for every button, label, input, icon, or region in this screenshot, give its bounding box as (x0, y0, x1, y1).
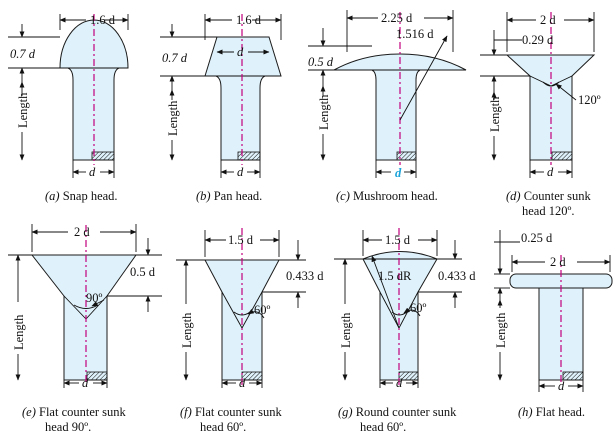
dim-f-length: Length (180, 312, 194, 348)
hatch-g (398, 371, 419, 381)
caption-g-line1: (g) Round counter sunk (338, 405, 457, 419)
dim-g-height: 0.433 d (438, 269, 476, 283)
dim-h-height: 0.25 d (521, 231, 553, 245)
dim-g-angle: 60º (410, 301, 427, 315)
dim-f-shank: d (239, 376, 246, 390)
dim-g-length: Length (339, 312, 353, 348)
figure-e-flat-counter-sunk-90: 2 d 0.5 d 90º Length d (e) Flat counter … (8, 224, 162, 434)
hatch-e (86, 371, 108, 381)
dim-d-shank: d (547, 165, 554, 179)
dim-b-length: Length (166, 100, 180, 136)
figure-b-pan-head: 1.6 d d 0.7 d Length d (b) Pan head. (160, 13, 282, 203)
dim-b-inner: d (237, 45, 244, 59)
dim-g-shank: d (396, 376, 403, 390)
figure-d-counter-sunk-120: 2 d 0.29 d 120º Length d (d) Counter sun… (480, 12, 601, 218)
dim-h-width: 2 d (550, 255, 566, 269)
caption-f-line1: (f) Flat counter sunk (180, 405, 282, 419)
dim-c-width: 2.25 d (381, 11, 413, 25)
hatch-f (241, 371, 263, 381)
caption-f-line2: head 60º. (200, 420, 246, 434)
dim-e-angle: 90º (86, 291, 103, 305)
hatch-h (562, 371, 584, 381)
caption-e-line1: (e) Flat counter sunk (22, 405, 127, 419)
dim-h-shank: d (558, 379, 565, 393)
dim-e-shank: d (82, 376, 89, 390)
hatch-b (237, 151, 261, 161)
dim-b-width: 1.6 d (236, 13, 262, 27)
caption-d-line2: head 120º. (522, 204, 574, 218)
dim-d-width: 2 d (540, 13, 556, 27)
dim-a-height: 0.7 d (10, 47, 36, 61)
dim-g-radius: 1.5 dR (378, 269, 412, 283)
hatch-a (91, 151, 115, 161)
dim-d-length: Length (488, 96, 502, 132)
dim-f-angle: 60º (254, 303, 271, 317)
caption-b: (b) Pan head. (196, 189, 262, 203)
dim-c-radius: 1.516 d (396, 27, 434, 41)
dim-b-height: 0.7 d (162, 51, 188, 65)
caption-a: (a) Snap head. (45, 189, 118, 203)
caption-c: (c) Mushroom head. (336, 189, 438, 203)
dim-h-length: Length (494, 312, 508, 348)
dim-g-width: 1.5 d (385, 233, 411, 247)
dim-f-height: 0.433 d (286, 269, 324, 283)
dim-c-height: 0.5 d (308, 55, 334, 69)
caption-h: (h) Flat head. (518, 405, 585, 419)
caption-d-line1: (d) Counter sunk (506, 189, 591, 203)
dim-a-length: Length (16, 92, 30, 128)
figure-c-mushroom-head: 2.25 d 1.516 d 0.5 d Length d (c) Mushro… (308, 10, 467, 203)
dim-d-height: 0.29 d (522, 33, 554, 47)
dim-c-length: Length (317, 94, 331, 130)
figure-a-snap-head: 1.6 d 0.7 d Length d (a) Snap head. (8, 13, 129, 203)
hatch-d (551, 151, 573, 161)
dim-c-shank: d (395, 166, 402, 180)
figure-h-flat-head: 0.25 d 2 d Length d (h) Flat head. (494, 230, 613, 419)
hatch-c (396, 151, 417, 161)
dim-e-length: Length (12, 314, 26, 350)
dim-e-height: 0.5 d (130, 265, 156, 279)
dim-b-shank: d (237, 165, 244, 179)
figure-f-flat-counter-sunk-60: 1.5 d 0.433 d 60º Length d (f) Flat coun… (176, 228, 324, 434)
figure-g-round-counter-sunk-60: 1.5 d 1.5 dR 0.433 d 60º Length d (g) Ro… (334, 228, 476, 434)
caption-e-line2: head 90º. (45, 420, 91, 434)
dim-d-angle: 120º (578, 93, 601, 107)
dim-a-shank: d (89, 165, 96, 179)
caption-g-line2: head 60º. (360, 420, 406, 434)
dim-f-width: 1.5 d (228, 233, 254, 247)
dim-a-width: 1.6 d (90, 13, 116, 27)
dim-e-width: 2 d (74, 225, 90, 239)
